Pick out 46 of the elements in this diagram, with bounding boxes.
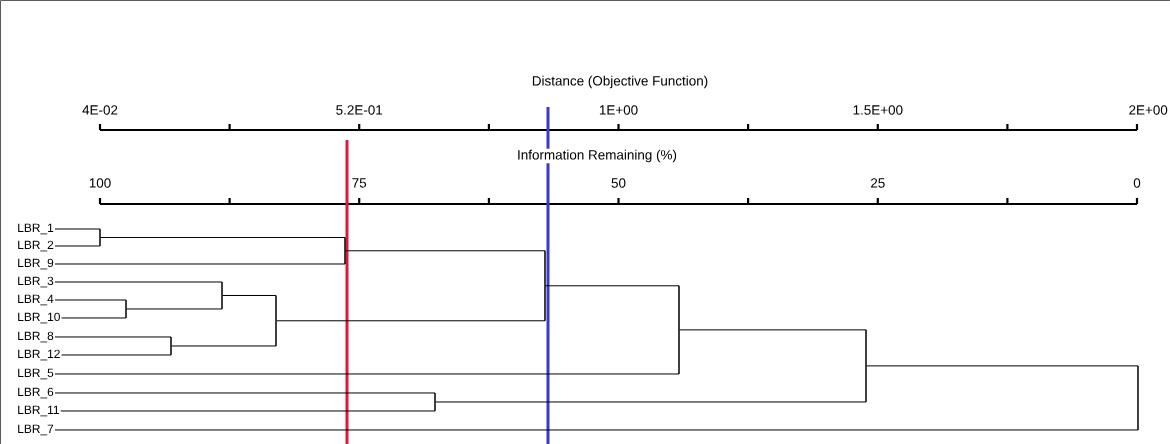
branch-line bbox=[54, 228, 101, 230]
tick-label: 5.2E-01 bbox=[334, 104, 384, 116]
branch-line bbox=[276, 320, 546, 322]
branch-line bbox=[54, 373, 680, 375]
branch-line bbox=[54, 245, 101, 247]
branch-line bbox=[866, 365, 1139, 367]
branch-line bbox=[54, 392, 436, 394]
branch-line bbox=[222, 295, 277, 296]
axis-title: Information Remaining (%) bbox=[516, 148, 678, 164]
leaf-label: LBR_7 bbox=[18, 424, 54, 436]
branch-line bbox=[54, 281, 223, 283]
axis-title: Distance (Objective Function) bbox=[530, 74, 710, 90]
tick-label: 0 bbox=[1132, 177, 1142, 189]
tick-label: 1E+00 bbox=[597, 104, 640, 116]
branch-line bbox=[54, 429, 1139, 431]
tick-label: 2E+00 bbox=[1127, 104, 1169, 116]
tick-label: 1.5E+00 bbox=[851, 104, 905, 116]
branch-line bbox=[435, 401, 867, 403]
leaf-label: LBR_3 bbox=[18, 276, 54, 288]
branch-line bbox=[61, 317, 127, 319]
branch-line bbox=[61, 354, 172, 356]
leaf-label: LBR_10 bbox=[18, 312, 60, 324]
leaf-label: LBR_8 bbox=[18, 331, 54, 343]
branch-line bbox=[54, 263, 346, 265]
branch-line bbox=[60, 410, 436, 412]
leaf-label: LBR_11 bbox=[18, 405, 59, 417]
branch-line bbox=[171, 345, 277, 347]
branch-line bbox=[345, 250, 546, 252]
branch-line bbox=[54, 336, 172, 338]
tick-label: 50 bbox=[610, 177, 627, 189]
leaf-label: LBR_4 bbox=[18, 294, 54, 306]
tick-label: 75 bbox=[350, 177, 368, 189]
branch-line bbox=[126, 308, 223, 310]
leaf-label: LBR_2 bbox=[18, 240, 54, 252]
branch-line bbox=[679, 329, 867, 331]
branch-line bbox=[100, 237, 346, 238]
leaf-label: LBR_5 bbox=[18, 368, 54, 380]
leaf-label: LBR_9 bbox=[18, 258, 54, 270]
leaf-label: LBR_12 bbox=[18, 349, 60, 361]
branch-line bbox=[54, 299, 127, 301]
tick-label: 25 bbox=[869, 177, 887, 189]
tick-label: 4E-02 bbox=[81, 104, 119, 116]
leaf-label: LBR_1 bbox=[18, 223, 54, 235]
tick-label: 100 bbox=[87, 177, 113, 189]
leaf-label: LBR_6 bbox=[18, 387, 54, 399]
branch-line bbox=[545, 285, 680, 287]
